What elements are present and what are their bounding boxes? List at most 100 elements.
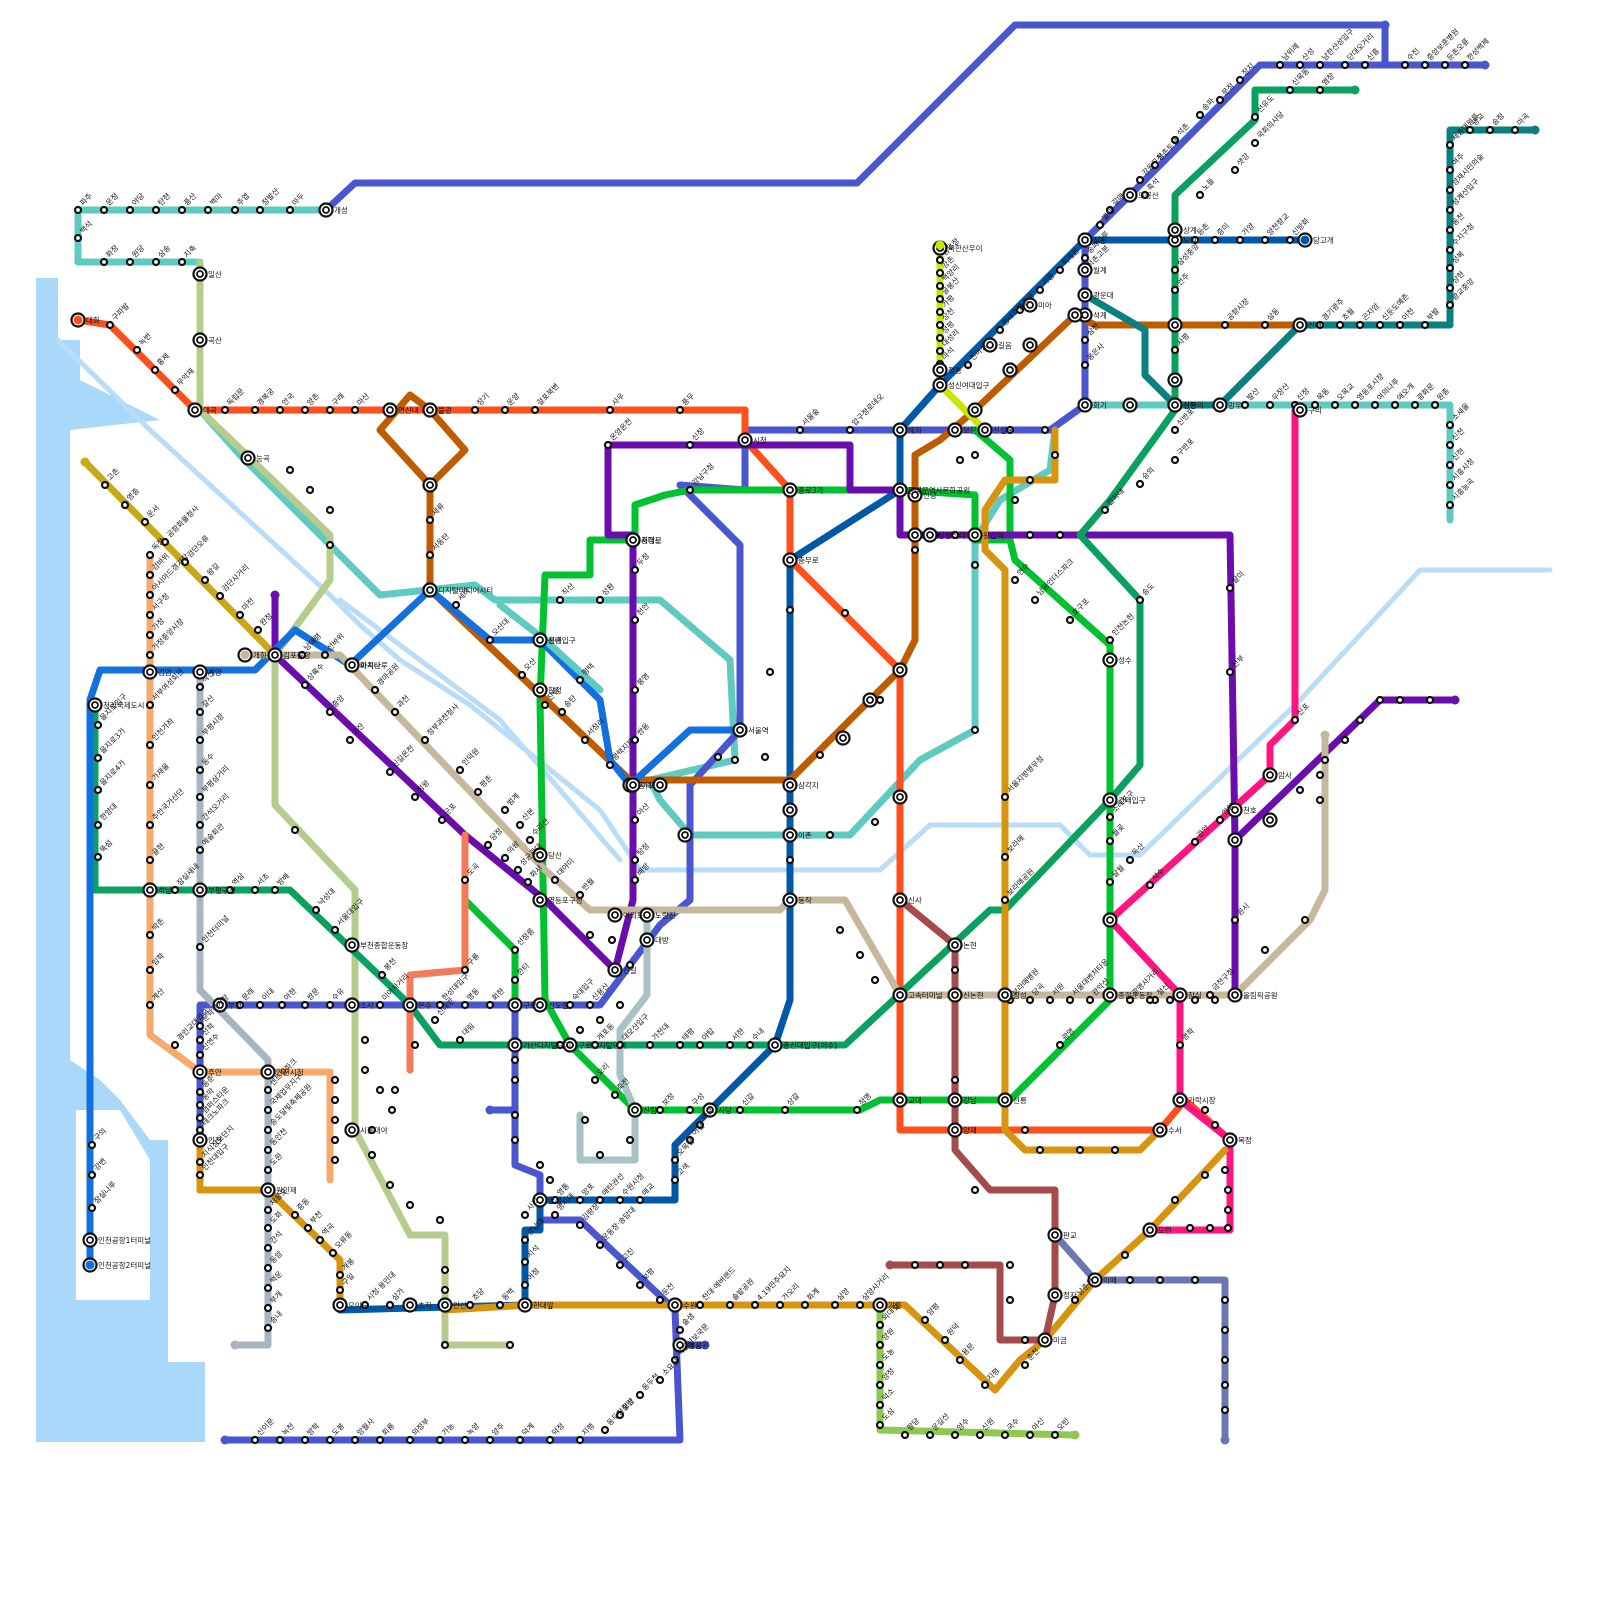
- station-marker[interactable]: [1197, 192, 1203, 198]
- station-marker[interactable]: [842, 610, 848, 616]
- station-marker[interactable]: [147, 612, 153, 618]
- station-marker[interactable]: [277, 1437, 283, 1443]
- station-marker[interactable]: [1137, 481, 1143, 487]
- station-marker[interactable]: [427, 517, 433, 523]
- station-marker[interactable]: [1342, 62, 1348, 68]
- station-marker[interactable]: [957, 457, 963, 463]
- station-marker[interactable]: [519, 672, 525, 678]
- station-marker[interactable]: [672, 1157, 678, 1163]
- station-marker[interactable]: [507, 1342, 513, 1348]
- transfer-station[interactable]: [1169, 319, 1182, 332]
- station-marker[interactable]: [147, 742, 153, 748]
- station-marker[interactable]: [1067, 617, 1073, 623]
- station-marker[interactable]: [1172, 1197, 1178, 1203]
- transfer-station[interactable]: [144, 884, 157, 897]
- station-marker[interactable]: [237, 612, 243, 618]
- station-marker[interactable]: [467, 1302, 473, 1308]
- transfer-station[interactable]: [1104, 914, 1117, 927]
- station-marker[interactable]: [607, 407, 613, 413]
- transfer-station[interactable]: [909, 529, 922, 542]
- station-marker[interactable]: [637, 1197, 643, 1203]
- station-marker[interactable]: [147, 652, 153, 658]
- station-marker[interactable]: [952, 1432, 958, 1438]
- station-marker[interactable]: [302, 1437, 308, 1443]
- station-marker[interactable]: [462, 1002, 468, 1008]
- station-marker[interactable]: [392, 1087, 398, 1093]
- station-marker[interactable]: [559, 709, 565, 715]
- transfer-station[interactable]: [509, 999, 522, 1012]
- station-marker[interactable]: [1252, 140, 1258, 146]
- station-marker[interactable]: [252, 1437, 258, 1443]
- station-marker[interactable]: [632, 687, 638, 693]
- transfer-station[interactable]: [1229, 834, 1242, 847]
- station-marker[interactable]: [1422, 322, 1428, 328]
- station-marker[interactable]: [502, 855, 508, 861]
- station-marker[interactable]: [1052, 452, 1058, 458]
- station-marker[interactable]: [1302, 917, 1308, 923]
- station-marker[interactable]: [1012, 577, 1018, 583]
- station-marker[interactable]: [1102, 507, 1108, 513]
- station-marker[interactable]: [527, 837, 533, 843]
- station-marker[interactable]: [265, 1087, 271, 1093]
- station-marker[interactable]: [485, 842, 491, 848]
- station-marker[interactable]: [1037, 287, 1043, 293]
- transfer-station[interactable]: [1169, 224, 1182, 237]
- station-marker[interactable]: [202, 577, 208, 583]
- station-marker[interactable]: [462, 877, 468, 883]
- station-marker[interactable]: [101, 207, 107, 213]
- station-marker[interactable]: [1002, 897, 1008, 903]
- station-marker[interactable]: [277, 407, 283, 413]
- station-marker[interactable]: [1052, 1432, 1058, 1438]
- station-marker[interactable]: [75, 207, 81, 213]
- station-marker[interactable]: [1172, 287, 1178, 293]
- station-marker[interactable]: [147, 702, 153, 708]
- station-marker[interactable]: [1287, 87, 1293, 93]
- station-marker[interactable]: [854, 1107, 860, 1113]
- transfer-station[interactable]: [404, 999, 417, 1012]
- station-marker[interactable]: [265, 1127, 271, 1133]
- station-marker[interactable]: [1082, 362, 1088, 368]
- station-marker[interactable]: [832, 1302, 838, 1308]
- station-marker[interactable]: [982, 1382, 988, 1388]
- station-marker[interactable]: [95, 755, 101, 761]
- station-marker[interactable]: [1222, 1382, 1228, 1388]
- station-marker[interactable]: [287, 467, 293, 473]
- station-marker[interactable]: [95, 722, 101, 728]
- transfer-station[interactable]: [609, 964, 622, 977]
- transfer-station[interactable]: [1104, 989, 1117, 1002]
- transfer-station[interactable]: [1169, 399, 1182, 412]
- station-marker[interactable]: [1057, 1042, 1063, 1048]
- station-marker[interactable]: [1227, 669, 1233, 675]
- station-marker[interactable]: [837, 927, 843, 933]
- station-marker[interactable]: [257, 207, 263, 213]
- station-marker[interactable]: [587, 1002, 593, 1008]
- station-marker[interactable]: [1297, 787, 1303, 793]
- station-marker[interactable]: [279, 1002, 285, 1008]
- station-marker[interactable]: [657, 1107, 663, 1113]
- station-marker[interactable]: [1137, 177, 1143, 183]
- transfer-station[interactable]: [242, 452, 255, 465]
- station-marker[interactable]: [1237, 77, 1243, 83]
- station-marker[interactable]: [1442, 62, 1448, 68]
- transfer-station[interactable]: [424, 479, 437, 492]
- station-marker[interactable]: [89, 1172, 95, 1178]
- station-marker[interactable]: [877, 1402, 883, 1408]
- station-marker[interactable]: [912, 547, 918, 553]
- station-marker[interactable]: [1037, 1147, 1043, 1153]
- station-marker[interactable]: [802, 1302, 808, 1308]
- station-marker[interactable]: [457, 767, 463, 773]
- station-marker[interactable]: [1342, 737, 1348, 743]
- station-marker[interactable]: [697, 1042, 703, 1048]
- transfer-station[interactable]: [894, 894, 907, 907]
- transfer-station[interactable]: [194, 1066, 207, 1079]
- station-marker[interactable]: [552, 1212, 558, 1218]
- station-marker[interactable]: [102, 482, 108, 488]
- station-marker[interactable]: [617, 1002, 623, 1008]
- transfer-station[interactable]: [1079, 399, 1092, 412]
- station-marker[interactable]: [377, 1437, 383, 1443]
- station-marker[interactable]: [597, 1017, 603, 1023]
- station-marker[interactable]: [337, 1272, 343, 1278]
- station-marker[interactable]: [942, 1337, 948, 1343]
- station-marker[interactable]: [1447, 265, 1453, 271]
- station-marker[interactable]: [1317, 62, 1323, 68]
